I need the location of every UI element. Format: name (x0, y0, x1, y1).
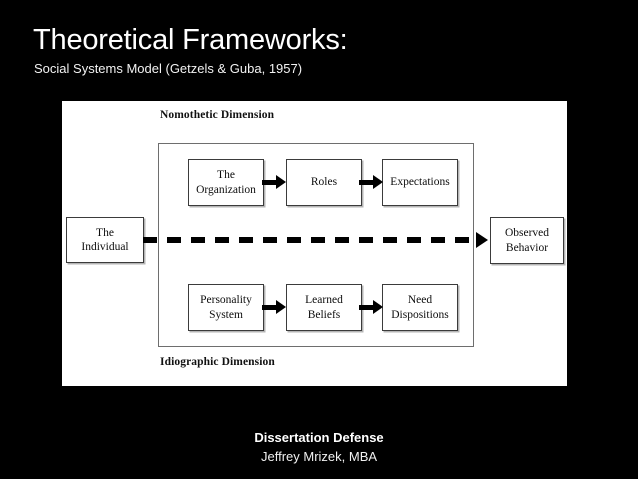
arrow-shaft (262, 305, 277, 310)
arrow-organization-to-roles (262, 174, 286, 190)
node-learned-beliefs-line2: Beliefs (307, 308, 341, 321)
node-the-organization: The Organization (188, 159, 264, 206)
node-observed-behavior: Observed Behavior (490, 217, 564, 264)
node-observed-behavior-line2: Behavior (505, 241, 549, 254)
arrow-head (276, 300, 286, 314)
arrow-roles-to-expectations (359, 174, 383, 190)
node-the-organization-line1: The (217, 169, 235, 182)
central-dashed-axis (143, 237, 480, 243)
node-the-individual-line2: Individual (81, 241, 129, 253)
arrow-head (373, 300, 383, 314)
idiographic-dimension-label: Idiographic Dimension (160, 356, 275, 368)
diagram-panel: Nomothetic Dimension The Individual The … (62, 101, 567, 386)
node-personality-system: Personality System (188, 284, 264, 331)
node-learned-beliefs: Learned Beliefs (286, 284, 362, 331)
node-the-organization-line2: Organization (196, 183, 256, 196)
node-learned-beliefs-line1: Learned (305, 294, 343, 307)
page-title: Theoretical Frameworks: (33, 24, 348, 56)
node-the-individual-line1: The (96, 226, 114, 239)
arrow-shaft (262, 180, 277, 185)
arrow-beliefs-to-dispositions (359, 299, 383, 315)
arrow-shaft (359, 305, 374, 310)
central-axis-arrow-head-icon (476, 232, 488, 248)
node-personality-system-line2: System (209, 308, 243, 321)
node-personality-system-line1: Personality (200, 294, 252, 307)
node-need-dispositions: Need Dispositions (382, 284, 458, 331)
node-the-individual: The Individual (66, 217, 144, 263)
arrow-head (373, 175, 383, 189)
footer-author: Jeffrey Mrizek, MBA (260, 449, 378, 464)
node-observed-behavior-line1: Observed (504, 227, 550, 240)
nomothetic-dimension-label: Nomothetic Dimension (160, 109, 275, 121)
arrow-personality-to-beliefs (262, 299, 286, 315)
page-subtitle: Social Systems Model (Getzels & Guba, 19… (34, 61, 303, 76)
arrow-head (276, 175, 286, 189)
node-need-dispositions-line2: Dispositions (391, 308, 449, 321)
node-roles-line1: Roles (310, 176, 338, 189)
node-expectations-line1: Expectations (390, 176, 450, 189)
arrow-shaft (359, 180, 374, 185)
node-expectations: Expectations (382, 159, 458, 206)
node-roles: Roles (286, 159, 362, 206)
node-need-dispositions-line1: Need (407, 294, 433, 307)
footer-event-title: Dissertation Defense (254, 430, 384, 445)
dimension-frame (158, 143, 474, 347)
